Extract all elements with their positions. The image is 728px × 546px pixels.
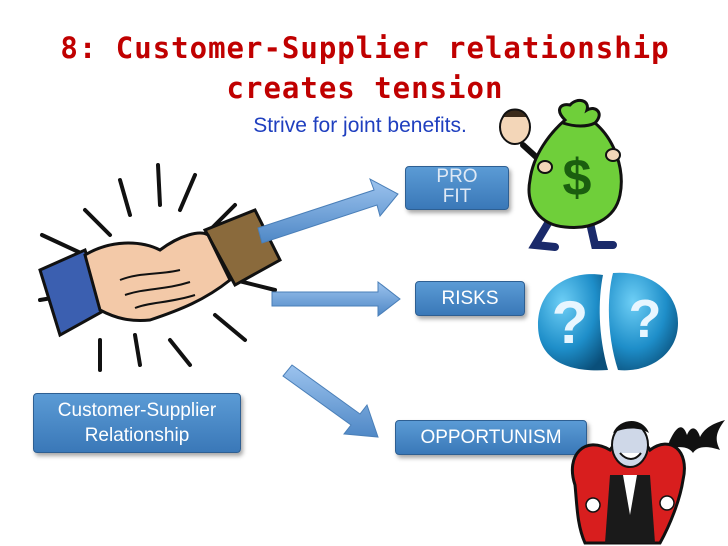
question-sphere-icon: ? ? [538,272,678,371]
dollar-sign: $ [563,149,592,207]
profit-box: PROFIT [405,166,509,210]
risks-label: RISKS [441,288,499,309]
question-mark-left: ? [552,289,589,356]
slide-title: 8: Customer-Supplier relationship create… [40,28,690,108]
opportunism-box: OPPORTUNISM [395,420,587,455]
title-line-2: creates tension [226,71,504,105]
bat-icon [665,420,725,453]
relationship-label-line-2: Relationship [84,425,190,446]
slide-subtitle: Strive for joint benefits. [253,114,467,137]
relationship-label-line-1: Customer-Supplier [57,400,217,421]
profit-label: PROFIT [436,166,478,207]
arrow-to-profit [257,177,399,244]
risks-box: RISKS [415,281,525,316]
customer-supplier-relationship-box: Customer-Supplier Relationship [33,393,241,453]
question-mark-right: ? [629,289,662,349]
money-bag-icon: $ [499,98,623,251]
vampire-icon [570,420,725,545]
opportunism-label: OPPORTUNISM [420,427,562,448]
title-line-1: 8: Customer-Supplier relationship [60,31,670,65]
arrow-to-opportunism [282,364,379,438]
arrow-to-risks [271,280,401,318]
